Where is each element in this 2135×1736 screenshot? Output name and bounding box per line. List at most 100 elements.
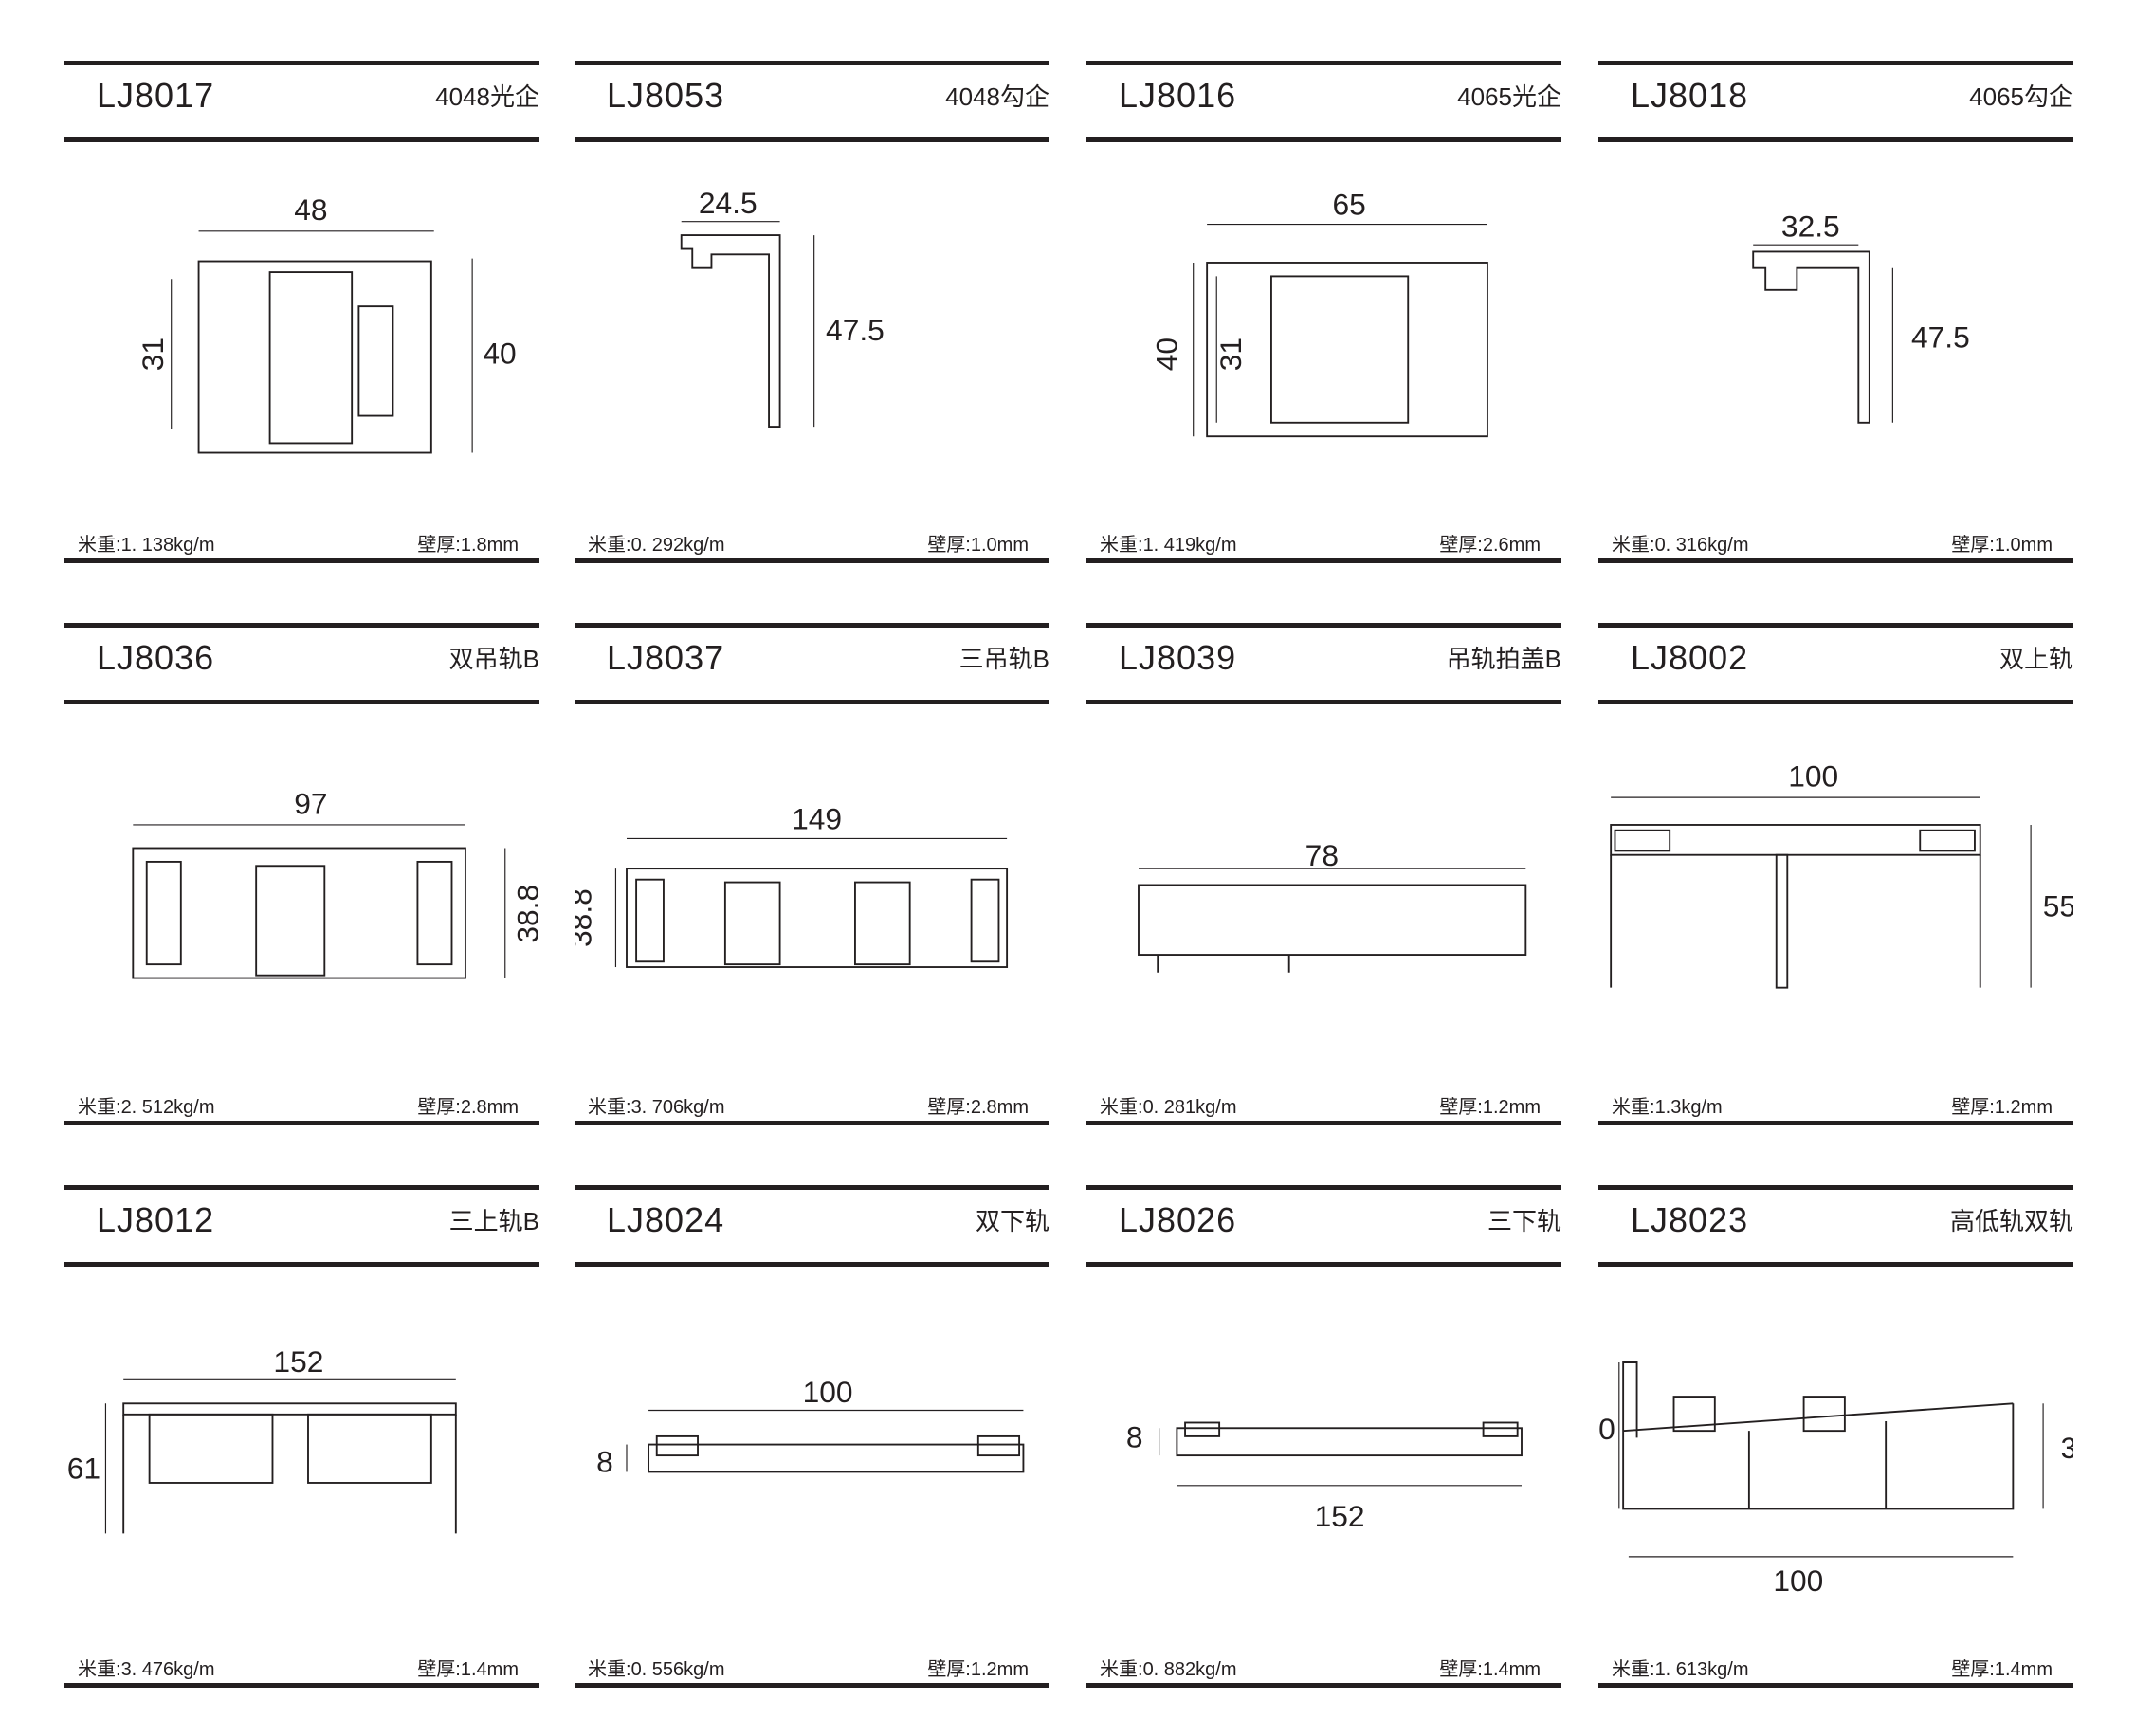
divider [575, 623, 1049, 628]
profile-outline [197, 260, 432, 454]
wall-value: 1.4mm [460, 1659, 519, 1680]
wall-value: 1.2mm [970, 1659, 1029, 1680]
profile-outline [416, 860, 453, 966]
divider [575, 1121, 1049, 1125]
weight-label: 米重: [78, 1097, 121, 1118]
weight-value: 3. 706kg/m [630, 1097, 725, 1118]
divider [575, 61, 1049, 65]
divider [575, 1185, 1049, 1190]
weight-per-meter: 米重:1. 419kg/m [1100, 529, 1237, 557]
dimension-label: 31 [1213, 338, 1248, 371]
divider [1598, 1185, 2073, 1190]
profile-outline [1270, 275, 1410, 424]
divider [1598, 558, 2073, 563]
wall-label: 壁厚: [927, 535, 971, 556]
dimension-label: 8 [596, 1444, 613, 1478]
wall-label: 壁厚: [417, 1097, 461, 1118]
wall-value: 1.4mm [1994, 1659, 2053, 1680]
dimension-label: 100 [1788, 759, 1838, 794]
divider [1598, 1262, 2073, 1267]
weight-value: 1.3kg/m [1654, 1097, 1723, 1118]
profile-code: LJ8036 [97, 638, 215, 677]
profile-outline [1610, 824, 1981, 856]
weight-label: 米重: [1612, 1659, 1655, 1680]
divider [64, 1185, 539, 1190]
profile-code: LJ8017 [97, 76, 215, 115]
profile-cross-section-drawing: 100 55 [1610, 759, 2073, 989]
profile-outline [655, 1434, 699, 1457]
divider [64, 1121, 539, 1125]
weight-value: 0. 882kg/m [1142, 1659, 1237, 1680]
wall-label: 壁厚: [1439, 535, 1483, 556]
dimension-label: 48 [294, 192, 327, 227]
profile-outline [723, 881, 781, 966]
divider [1598, 1121, 2073, 1125]
weight-value: 3. 476kg/m [120, 1659, 215, 1680]
profile-outline [1802, 1396, 1846, 1433]
weight-value: 0. 292kg/m [630, 535, 725, 556]
profile-name: 4065光企 [1457, 82, 1561, 111]
divider [1598, 1683, 2073, 1688]
dimension-label: 40 [483, 337, 516, 371]
dimension-label: 24.5 [699, 186, 757, 220]
weight-label: 米重: [588, 1097, 631, 1118]
profile-outline [1206, 262, 1488, 438]
profile-outline [976, 1434, 1021, 1457]
weight-per-meter: 米重:0. 882kg/m [1100, 1654, 1237, 1681]
wall-label: 壁厚: [927, 1659, 971, 1680]
weight-label: 米重: [78, 1659, 121, 1680]
wall-thickness: 壁厚:1.8mm [417, 529, 519, 557]
wall-thickness: 壁厚:1.0mm [927, 529, 1029, 557]
profile-name: 高低轨双轨 [1949, 1207, 2073, 1235]
profile-cross-section-drawing: 24.547.5 [680, 186, 885, 429]
wall-thickness: 壁厚:1.0mm [1951, 529, 2053, 557]
weight-value: 1. 613kg/m [1654, 1659, 1749, 1680]
wall-thickness: 壁厚:1.2mm [927, 1654, 1029, 1681]
profile-code: LJ8023 [1631, 1200, 1749, 1239]
profile-outline [148, 1413, 274, 1484]
profile-code: LJ8053 [607, 76, 725, 115]
divider [64, 1262, 539, 1267]
wall-label: 壁厚: [1951, 1097, 1995, 1118]
wall-value: 1.8mm [460, 535, 519, 556]
divider [1598, 623, 2073, 628]
dimension-label: 55 [2043, 889, 2073, 923]
divider [1086, 1121, 1561, 1125]
wall-label: 壁厚: [1951, 1659, 1995, 1680]
profile-name: 4048勾企 [945, 82, 1049, 111]
divider [1086, 137, 1561, 142]
weight-per-meter: 米重:2. 512kg/m [78, 1091, 215, 1119]
dimension-label: 149 [792, 801, 842, 835]
profile-outline [1752, 250, 1870, 424]
dimension-label: 40 [1149, 338, 1183, 371]
profile-outline [1157, 955, 1290, 973]
profile-outline [854, 881, 911, 966]
profile-card-lj8053: LJ8053 4048勾企 米重:0. 292kg/m 壁厚:1.0mm 24.… [575, 61, 1049, 563]
divider [1086, 1262, 1561, 1267]
profile-outline [132, 847, 466, 979]
dimension-label: 30 [2061, 1431, 2073, 1465]
weight-label: 米重: [1100, 1659, 1143, 1680]
dimension-label: 152 [1315, 1499, 1365, 1533]
divider [64, 1683, 539, 1688]
dimension-label: 40 [1598, 1412, 1615, 1446]
weight-label: 米重: [588, 1659, 631, 1680]
wall-label: 壁厚: [1439, 1659, 1483, 1680]
profile-outline [1176, 1427, 1523, 1457]
profile-code: LJ8039 [1119, 638, 1237, 677]
weight-label: 米重: [1100, 535, 1143, 556]
profile-outline [1919, 829, 1976, 852]
profile-outline [1184, 1421, 1221, 1437]
wall-value: 2.8mm [970, 1097, 1029, 1118]
profile-code: LJ8016 [1119, 76, 1237, 115]
profile-card-lj8018: LJ8018 4065勾企 米重:0. 316kg/m 壁厚:1.0mm 32.… [1598, 61, 2073, 563]
divider [1086, 623, 1561, 628]
wall-label: 壁厚: [417, 535, 461, 556]
profile-cross-section-drawing: 78 [1138, 838, 1527, 973]
profile-card-lj8023: LJ8023 高低轨双轨 米重:1. 613kg/m 壁厚:1.4mm 40 30… [1598, 1185, 2073, 1688]
